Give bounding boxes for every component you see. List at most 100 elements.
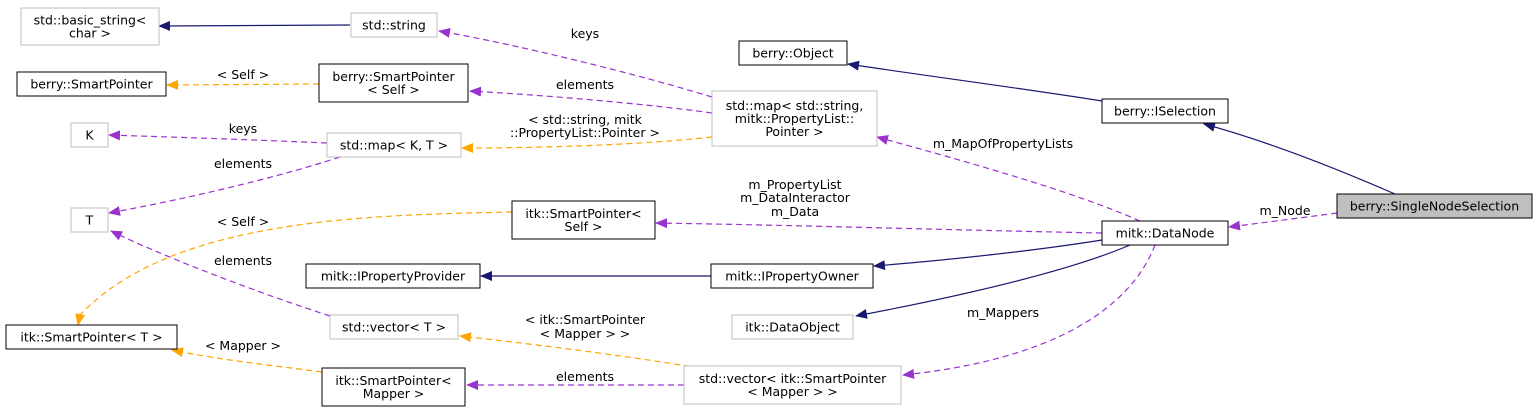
class-box (318, 63, 469, 103)
class-node-itk-smartpointer-T[interactable]: itk::SmartPointer< T > (5, 324, 178, 350)
class-name-line: mitk::DataNode (1116, 226, 1215, 241)
edge-e-map-bsp-elements (469, 86, 713, 114)
class-box (329, 314, 459, 340)
edge-e-sns-datanode (1228, 212, 1338, 231)
class-box (1101, 220, 1229, 246)
class-node-std-string[interactable]: std::string (350, 12, 438, 38)
class-node-itk-smartpointer-self[interactable]: itk::SmartPointer<Self > (511, 200, 656, 240)
class-name-line: Mapper > (363, 386, 425, 401)
class-box (731, 314, 854, 340)
class-node-mitk-ipropertyowner[interactable]: mitk::IPropertyOwner (710, 263, 874, 289)
class-name-line: std::basic_string< (34, 13, 147, 28)
class-box (5, 324, 178, 350)
edge-label: elements (556, 77, 614, 92)
class-box (683, 365, 902, 405)
class-name-line: Pointer > (765, 124, 823, 139)
class-node-vector-smartpointer-mapper[interactable]: std::vector< itk::SmartPointer< Mapper >… (683, 365, 902, 405)
class-node-berry-object[interactable]: berry::Object (738, 40, 848, 66)
edge-e-datanode-dataobject (855, 244, 1131, 319)
class-name-line: < Mapper > > (747, 384, 838, 399)
edge-e-map-template (461, 136, 713, 153)
class-name-line: itk::SmartPointer< T > (20, 330, 162, 345)
edge-e-datanode-vector (902, 244, 1156, 379)
class-name-line: std::vector< itk::SmartPointer (699, 371, 887, 386)
edge-e-map-string-keys (438, 27, 713, 98)
class-node-berry-singlenodeselection[interactable]: berry::SingleNodeSelection (1336, 193, 1533, 219)
class-name-line: berry::Object (752, 46, 833, 61)
class-name-line: T (85, 213, 94, 228)
edge-e-iselection-object (847, 60, 1103, 102)
class-node-itk-dataobject[interactable]: itk::DataObject (731, 314, 854, 340)
edge-label: keys (571, 26, 599, 41)
class-node-berry-smartpointer[interactable]: berry::SmartPointer (16, 71, 167, 97)
class-name-line: mitk::IPropertyOwner (725, 269, 859, 284)
edges-layer (75, 20, 1396, 390)
edge-label: < Mapper > (205, 338, 281, 353)
edge-e-datanode-map (876, 135, 1141, 222)
edge-e-mapKT-K (108, 130, 328, 144)
class-name-line: std::string (362, 18, 426, 33)
class-node-map-K-T[interactable]: std::map< K, T > (326, 132, 462, 158)
class-box (305, 263, 481, 289)
class-box (70, 207, 109, 233)
class-name-line: std::vector< T > (342, 320, 446, 335)
edge-label: elements (214, 253, 272, 268)
edge-e-itkmapper-template (171, 347, 323, 373)
class-box (711, 90, 878, 147)
edge-e-vectorT-template (459, 332, 701, 369)
class-box (326, 132, 462, 158)
class-name-line: Self > (565, 219, 603, 234)
class-name-line: < Self > (367, 82, 419, 97)
edge-label: < Self > (217, 67, 269, 82)
class-name-line: K (85, 128, 94, 143)
edge-label: ::PropertyList::Pointer > (510, 125, 660, 140)
edge-label: elements (214, 156, 272, 171)
class-box (1101, 98, 1229, 124)
edge-e-datanode-itkself (655, 218, 1103, 234)
edge-e-bsp-template (166, 79, 320, 90)
class-box (738, 40, 848, 66)
edge-label: < std::string, mitk (528, 112, 643, 127)
class-node-mitk-datanode[interactable]: mitk::DataNode (1101, 220, 1229, 246)
class-node-map-string-pl[interactable]: std::map< std::string,mitk::PropertyList… (711, 90, 878, 147)
class-name-line: berry::SingleNodeSelection (1350, 199, 1519, 214)
class-box (710, 263, 874, 289)
class-node-K[interactable]: K (70, 122, 109, 148)
class-name-line: itk::SmartPointer< (525, 206, 641, 221)
class-node-berry-smartpointer-self[interactable]: berry::SmartPointer< Self > (318, 63, 469, 103)
class-node-mitk-ipropertyprovider[interactable]: mitk::IPropertyProvider (305, 263, 481, 289)
edge-label: m_Data (771, 204, 819, 219)
edge-label: < Self > (217, 214, 269, 229)
edge-label: keys (229, 121, 257, 136)
class-name-line: berry::SmartPointer (30, 77, 153, 92)
edge-e-string-basic (158, 20, 351, 31)
class-node-basic-string[interactable]: std::basic_string<char > (20, 7, 160, 46)
class-name-line: mitk::PropertyList:: (735, 111, 854, 126)
edge-label: < Mapper > > (540, 326, 631, 341)
edge-e-vectorT-T (110, 230, 331, 317)
class-name-line: itk::SmartPointer< (335, 373, 451, 388)
edge-e-sns-iselection (1203, 122, 1396, 195)
class-box (511, 200, 656, 240)
class-node-std-vector-T[interactable]: std::vector< T > (329, 314, 459, 340)
edge-label: m_PropertyList (748, 177, 841, 192)
class-name-line: berry::ISelection (1114, 104, 1216, 119)
class-box (350, 12, 438, 38)
class-box (321, 367, 466, 407)
class-name-line: std::map< K, T > (340, 138, 448, 153)
class-box (70, 122, 109, 148)
class-name-line: char > (69, 26, 111, 41)
class-node-itk-smartpointer-mapper[interactable]: itk::SmartPointer<Mapper > (321, 367, 466, 407)
class-name-line: itk::DataObject (745, 320, 840, 335)
edge-label: elements (556, 369, 614, 384)
class-node-berry-iselection[interactable]: berry::ISelection (1101, 98, 1229, 124)
nodes-layer: std::basic_string<char > std::stringberry… (5, 7, 1533, 407)
edge-label: < itk::SmartPointer (525, 312, 646, 327)
edge-e-mapKT-T (108, 156, 341, 216)
class-name-line: berry::SmartPointer (332, 69, 455, 84)
class-node-T[interactable]: T (70, 207, 109, 233)
class-name-line: std::map< std::string, (726, 98, 864, 113)
edge-label: m_Node (1259, 203, 1310, 218)
